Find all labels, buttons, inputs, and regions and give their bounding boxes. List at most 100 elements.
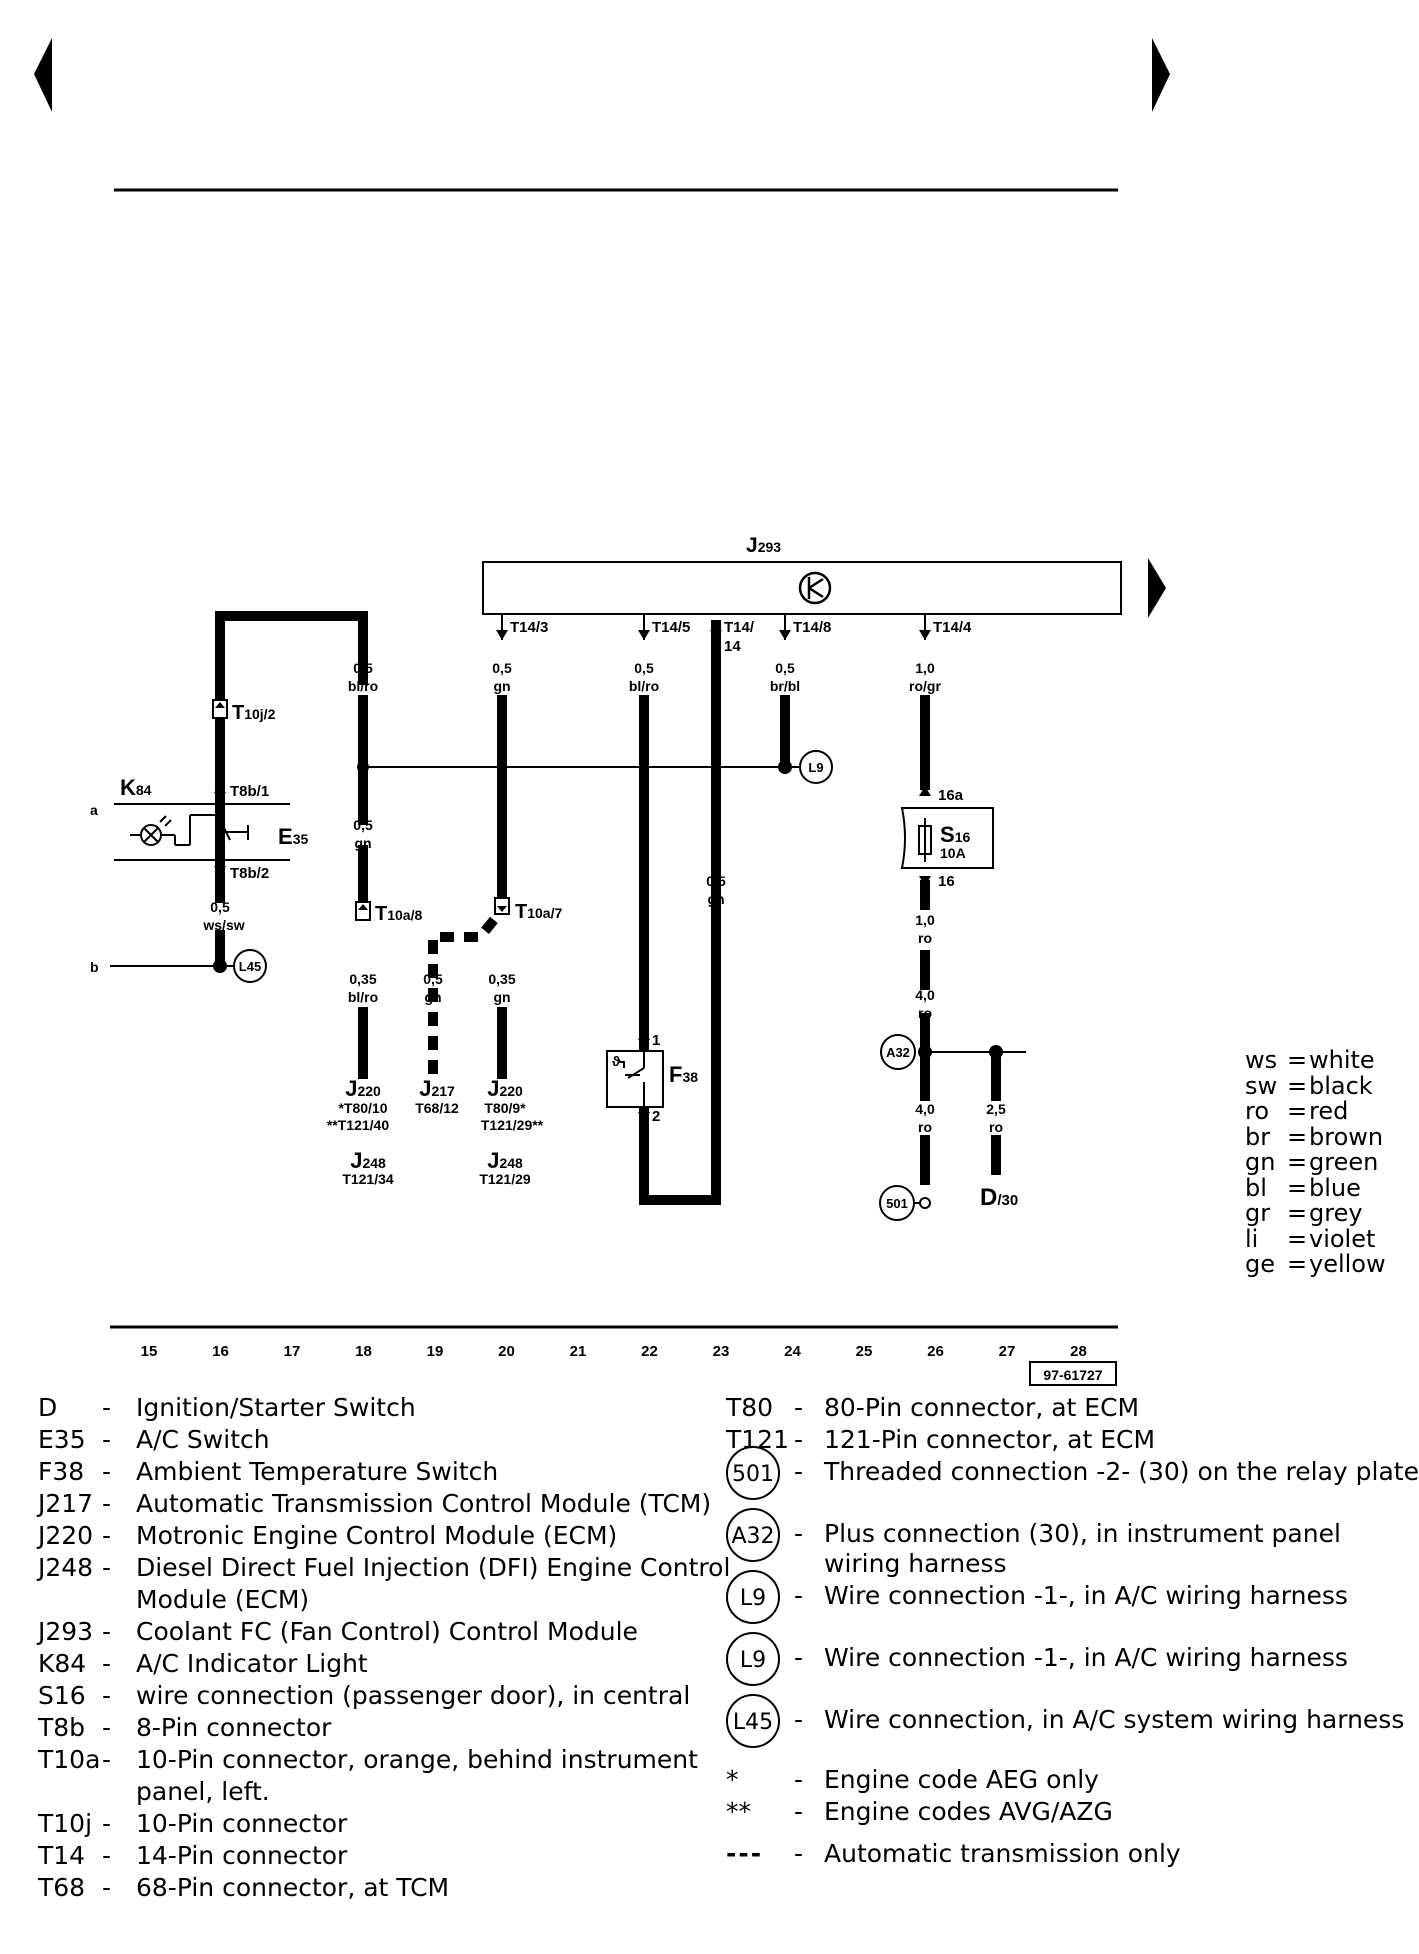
wire-label: 0,5 — [353, 817, 373, 833]
equals-sign: = — [1287, 1122, 1308, 1151]
color-abbr: ws — [1245, 1046, 1278, 1074]
legend-dash: - — [102, 1553, 112, 1582]
equals-sign: = — [1287, 1199, 1308, 1227]
legend-desc: A/C Switch — [136, 1425, 270, 1454]
legend-code: S16 — [38, 1681, 86, 1710]
pin-label-16a: 16a — [938, 787, 964, 804]
legend-dash: - — [102, 1489, 112, 1518]
wire-label: bl/ro — [348, 989, 378, 1005]
equals-sign: = — [1287, 1224, 1308, 1253]
scale-number: 27 — [999, 1343, 1016, 1360]
legend-row: F38-Ambient Temperature Switch — [38, 1456, 678, 1488]
scale-number: 28 — [1070, 1343, 1087, 1360]
legend-row: T14-14-Pin connector — [38, 1840, 678, 1872]
wire-22-23-loop — [639, 695, 721, 1205]
legend-code: T14 — [38, 1841, 86, 1870]
pin-label-t14-8: T14/8 — [793, 619, 831, 636]
legend-dash: - — [794, 1425, 804, 1454]
color-name: red — [1309, 1097, 1349, 1125]
arrow-right-icon[interactable] — [1152, 38, 1170, 112]
legend-desc: Motronic Engine Control Module (ECM) — [136, 1521, 618, 1550]
legend-row: L45-Wire connection, in A/C system wirin… — [726, 1694, 1404, 1762]
legend-dash: - — [794, 1393, 804, 1422]
pin-label-t14-14: T14/ — [724, 619, 755, 636]
legend-desc: 68-Pin connector, at TCM — [136, 1873, 450, 1902]
scale-number: 18 — [355, 1343, 372, 1360]
j248b-label: J248 — [487, 1148, 523, 1173]
legend-desc: Wire connection -1-, in A/C wiring harne… — [824, 1643, 1348, 1672]
color-name: grey — [1309, 1199, 1363, 1227]
scale-number: 25 — [856, 1343, 873, 1360]
legend-desc: wire connection (passenger door), in cen… — [136, 1681, 691, 1710]
legend-desc: Coolant FC (Fan Control) Control Module — [136, 1617, 638, 1646]
d30-label: D/30 — [980, 1184, 1018, 1211]
wire-19-dashed — [428, 911, 502, 1074]
legend-row: D-Ignition/Starter Switch — [38, 1392, 678, 1424]
connector-t10j-label: T10j/2 — [232, 702, 276, 724]
legend-dash: - — [794, 1457, 804, 1486]
legend-dash: - — [794, 1765, 804, 1794]
color-abbr: gr — [1245, 1199, 1271, 1227]
legend-row: K84-A/C Indicator Light — [38, 1648, 678, 1680]
connector-circle: L45 — [726, 1694, 780, 1748]
wire-label: 2,5 — [986, 1101, 1006, 1117]
arrow-right-icon[interactable] — [1148, 558, 1166, 618]
legend-desc: Diesel Direct Fuel Injection (DFI) Engin… — [136, 1553, 731, 1582]
legend-dash: - — [102, 1617, 112, 1646]
wire-label: ws/sw — [202, 917, 244, 933]
s16-rating: 10A — [940, 845, 966, 861]
connector-circle: L9 — [726, 1632, 780, 1686]
equals-sign: = — [1287, 1046, 1308, 1074]
svg-text:A32: A32 — [886, 1045, 910, 1060]
scale-number: 16 — [212, 1343, 229, 1360]
legend-code: --- — [726, 1839, 764, 1868]
s16-label: S16 — [940, 822, 970, 847]
equals-sign: = — [1287, 1250, 1308, 1278]
color-name: brown — [1309, 1122, 1384, 1151]
connector-a32 — [880, 1034, 916, 1070]
wire-16-18-loop — [215, 611, 368, 885]
arrow-left-icon[interactable] — [34, 38, 52, 112]
lamp-icon — [130, 814, 215, 846]
pin-label-t14-3: T14/3 — [510, 619, 548, 636]
legend-row: A32-Plus connection (30), in instrument … — [726, 1508, 1366, 1582]
pin-label-t14-14b: 14 — [724, 638, 741, 655]
legend-desc: Automatic Transmission Control Module (T… — [136, 1489, 712, 1518]
wire-label: 0,5 — [775, 660, 795, 676]
color-abbr: br — [1245, 1122, 1271, 1151]
color-name: blue — [1309, 1173, 1361, 1202]
equals-sign: = — [1287, 1071, 1308, 1100]
legend-dash: - — [794, 1643, 804, 1672]
wire-label: 0,5 — [423, 971, 443, 987]
legend-code: T10j — [38, 1809, 93, 1838]
scale-number: 24 — [784, 1343, 801, 1360]
legend-desc: 121-Pin connector, at ECM — [824, 1425, 1156, 1454]
j220a-label: J220 — [345, 1076, 381, 1101]
legend-code: J293 — [38, 1617, 94, 1646]
legend-row: J220-Motronic Engine Control Module (ECM… — [38, 1520, 678, 1552]
wire-label: 1,0 — [915, 660, 935, 676]
svg-text:T121/29: T121/29 — [479, 1171, 531, 1187]
legend-desc: Plus connection (30), in instrument pane… — [824, 1519, 1341, 1548]
pin-label-16: 16 — [938, 873, 955, 890]
label-a: a — [90, 802, 98, 818]
wire-label: ro — [918, 1119, 932, 1135]
legend-code: J220 — [38, 1521, 94, 1550]
switch-icon — [219, 800, 249, 864]
f38-box — [606, 1050, 664, 1108]
legend-row: L9-Wire connection -1-, in A/C wiring ha… — [726, 1570, 1366, 1638]
legend-dash: - — [102, 1393, 112, 1422]
legend-desc: 10-Pin connector, orange, behind instrum… — [136, 1745, 698, 1774]
legend-row: *-Engine code AEG only — [726, 1764, 1366, 1796]
legend-code: E35 — [38, 1425, 86, 1454]
legend-desc: Ignition/Starter Switch — [136, 1393, 416, 1422]
legend-code: K84 — [38, 1649, 87, 1678]
wire-label: 0,5 — [353, 660, 373, 676]
wire-label: 0,5 — [706, 873, 726, 889]
e35-label: E35 — [278, 824, 308, 849]
legend-row: E35-A/C Switch — [38, 1424, 678, 1456]
legend-dash: - — [102, 1457, 112, 1486]
legend-row: T10j-10-Pin connector — [38, 1808, 678, 1840]
legend-row: T8b-8-Pin connector — [38, 1712, 678, 1744]
legend-dash: - — [794, 1705, 804, 1734]
